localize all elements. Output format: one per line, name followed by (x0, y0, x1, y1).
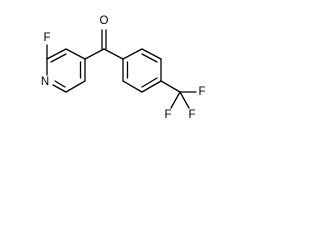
bond-c-f-lower-left (170, 91, 181, 109)
bond-pyridine-carbonyl (84, 48, 105, 60)
bond-c-f-lower-right (179, 91, 190, 109)
bond-p1-p2 (122, 48, 143, 60)
atom-oxygen: O (100, 15, 109, 27)
bond-c3-c4 (65, 48, 86, 60)
bond-p5-p6 (122, 80, 143, 93)
bond-c2-c3-double (50, 53, 67, 63)
atom-fluorine-cf3-right: F (198, 86, 205, 98)
atom-fluorine-pyridine: F (43, 32, 50, 44)
bond-c6-n1-double (54, 80, 66, 88)
bond-p2-p3-double (141, 53, 158, 63)
bond-phenyl-cf3 (160, 80, 181, 93)
atom-nitrogen: N (41, 76, 49, 88)
bond-p2-p3 (141, 48, 162, 60)
phenyl-ring (122, 48, 162, 93)
chemical-structure-diagram: F N O F F F (41, 15, 206, 121)
bond-carbonyl-phenyl (103, 48, 124, 60)
bond-p4-p5-double (141, 77, 158, 88)
carbonyl-group (84, 29, 124, 60)
bond-c6-n1 (52, 84, 67, 93)
bond-c2-c3 (46, 48, 67, 60)
pyridine-ring (46, 48, 86, 93)
atom-fluorine-cf3-lower-right: F (188, 109, 195, 121)
trifluoromethyl-group (160, 80, 197, 109)
bond-c5-c6 (65, 80, 86, 93)
atom-fluorine-cf3-lower-left: F (164, 109, 171, 121)
bond-p4-p5 (141, 80, 162, 93)
